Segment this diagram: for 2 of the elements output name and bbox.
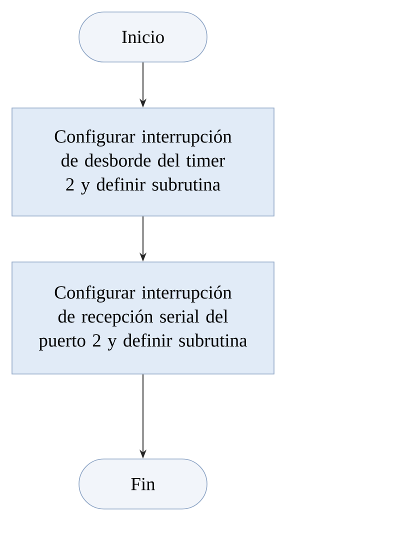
process-box: Configurar interrupción de recepción serial del puerto 2 y definir subrutina	[12, 262, 274, 374]
process-box: Configurar interrupción de desborde del timer 2 y definir subrutina	[12, 108, 274, 216]
